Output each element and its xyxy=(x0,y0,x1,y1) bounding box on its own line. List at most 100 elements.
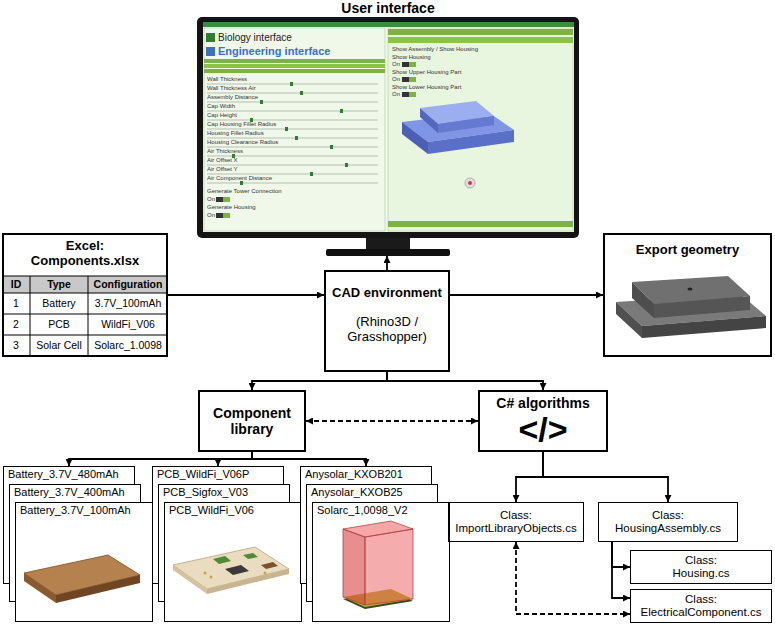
ui-label: Generate Tower Connection xyxy=(207,188,282,195)
svg-shape xyxy=(468,181,472,185)
table-cell: 3.7V_100mAh xyxy=(88,293,168,314)
ui-label: Assembly Distance xyxy=(207,94,258,101)
export-box: Export geometry xyxy=(603,233,772,357)
node-text: Component library xyxy=(213,405,291,437)
svg-shape xyxy=(24,573,56,603)
node-text: Class: Housing.cs xyxy=(673,554,730,580)
ui-label: Engineering interface xyxy=(218,45,330,58)
svg-shape xyxy=(223,213,230,218)
class-box: Class: ImportLibraryObjects.cs xyxy=(448,502,584,542)
svg-shape xyxy=(206,33,215,42)
cad-box: CAD environment (Rhino3D / Grasshopper) xyxy=(324,270,450,372)
svg-shape xyxy=(330,145,333,149)
node-text: Battery_3.7V_100mAh xyxy=(16,503,152,518)
svg-shape xyxy=(56,575,140,603)
node-text: PCB_WildFi_V06 xyxy=(165,503,301,518)
node-text: CAD environment xyxy=(326,286,448,301)
svg-shape xyxy=(207,84,378,183)
svg-shape xyxy=(688,288,693,291)
table-cell: ID xyxy=(2,276,30,293)
solar-cell-render xyxy=(313,503,445,613)
library-card: Solarc_1,0098_V2 xyxy=(312,502,450,622)
ui-label: On xyxy=(207,212,215,219)
svg-shape xyxy=(420,108,438,133)
svg-shape xyxy=(207,147,378,148)
connector xyxy=(516,452,543,502)
node-text: Solarc_1,0098_V2 xyxy=(313,503,449,518)
ui-label: Cap Height xyxy=(207,112,237,119)
svg-shape xyxy=(402,122,428,154)
svg-shape xyxy=(225,565,249,575)
ui-label: Show Upper Housing Part xyxy=(392,69,461,76)
svg-shape xyxy=(207,102,378,103)
svg-shape xyxy=(632,282,654,318)
connector xyxy=(450,294,603,296)
svg-shape xyxy=(30,276,31,356)
ui-label: Wall Thickness xyxy=(207,76,247,83)
svg-shape xyxy=(409,77,416,82)
node-text: Anysolar_KXOB25 xyxy=(307,485,437,500)
svg-shape xyxy=(388,29,573,35)
svg-shape xyxy=(326,249,450,256)
class-box: Class: Housing.cs xyxy=(630,550,772,584)
svg-shape xyxy=(216,197,230,202)
table-cell: Battery xyxy=(30,293,88,314)
svg-shape xyxy=(340,109,343,113)
ui-label: On xyxy=(392,61,400,68)
svg-shape xyxy=(310,172,313,176)
class-box: Class: ElectricalComponent.cs xyxy=(630,589,772,623)
svg-shape xyxy=(438,116,494,133)
svg-shape xyxy=(207,129,378,130)
table-cell: Type xyxy=(30,276,88,293)
excel-box: Excel: Components.xlsx xyxy=(2,233,168,357)
table-cell: 3 xyxy=(2,335,30,356)
svg-shape xyxy=(300,91,303,95)
svg-shape xyxy=(206,47,215,56)
node-text: User interface xyxy=(195,0,581,16)
svg-shape xyxy=(616,302,642,338)
svg-shape xyxy=(204,572,207,575)
svg-shape xyxy=(240,181,243,185)
svg-shape xyxy=(207,111,378,112)
connector xyxy=(218,452,252,466)
svg-shape xyxy=(260,100,263,104)
svg-shape xyxy=(216,213,230,218)
svg-shape xyxy=(654,296,750,318)
svg-shape xyxy=(203,22,574,27)
ui-label: Air Offset X xyxy=(207,157,238,164)
node-text: Battery_3.7V_400mAh xyxy=(10,485,140,500)
svg-shape xyxy=(261,562,278,569)
svg-shape xyxy=(428,130,514,154)
node-text: (Rhino3D / Grasshopper) xyxy=(337,315,437,345)
svg-shape xyxy=(207,120,378,121)
ui-label: Air Thickness xyxy=(207,148,243,155)
connector xyxy=(516,542,630,614)
svg-shape xyxy=(409,62,416,67)
svg-shape xyxy=(207,93,378,94)
node-text: Class: ImportLibraryObjects.cs xyxy=(455,509,576,535)
ui-label: Biology interface xyxy=(218,32,292,44)
svg-shape xyxy=(207,174,378,175)
svg-shape xyxy=(173,565,207,594)
svg-shape xyxy=(223,197,230,202)
ui-label: Show Assembly / Show Housing xyxy=(392,46,478,53)
svg-shape xyxy=(343,529,365,605)
svg-shape xyxy=(2,276,168,277)
svg-shape xyxy=(210,576,213,579)
ui-label: Air Offset Y xyxy=(207,166,237,173)
node-text: PCB_WildFi_V06P xyxy=(153,467,283,482)
svg-shape xyxy=(213,556,231,564)
pcb-render xyxy=(165,503,297,613)
node-text: Battery_3.7V_480mAh xyxy=(4,467,134,482)
table-cell: 1 xyxy=(2,293,30,314)
connector xyxy=(543,452,668,502)
svg-shape xyxy=(343,521,413,537)
svg-shape xyxy=(173,547,289,589)
connector xyxy=(387,372,543,390)
ui-label: Show Housing xyxy=(392,54,431,61)
ui-label: On xyxy=(207,196,215,203)
node-text: Class: HousingAssembly.cs xyxy=(615,509,721,535)
ui-label: Cap Housing Fillet Radius xyxy=(207,121,276,128)
svg-shape xyxy=(204,69,385,73)
connector xyxy=(69,452,252,466)
